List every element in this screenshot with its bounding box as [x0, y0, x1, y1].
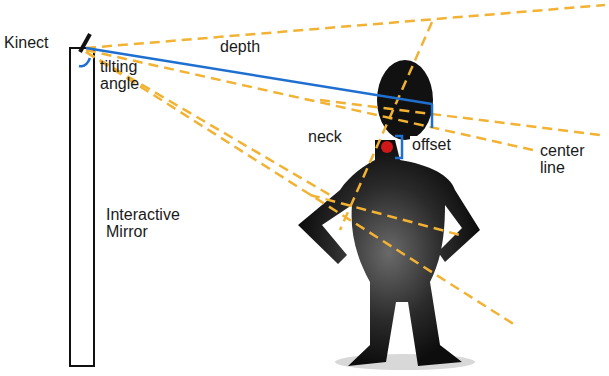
device-label: Kinect — [2, 34, 50, 51]
kinect-sensor — [80, 34, 90, 52]
joint-label: neck — [306, 128, 344, 145]
angle-label: tilting angle — [98, 58, 160, 92]
person-body — [298, 140, 480, 366]
measure-label: offset — [410, 136, 453, 153]
measure-label: depth — [218, 38, 262, 55]
sensor-lines — [86, 5, 605, 325]
measure-lines — [79, 48, 432, 158]
mirror-label: Interactive Mirror — [104, 206, 200, 240]
neck-joint — [381, 141, 393, 153]
mirror-panel — [70, 48, 94, 366]
axis-label: center line — [538, 142, 604, 176]
